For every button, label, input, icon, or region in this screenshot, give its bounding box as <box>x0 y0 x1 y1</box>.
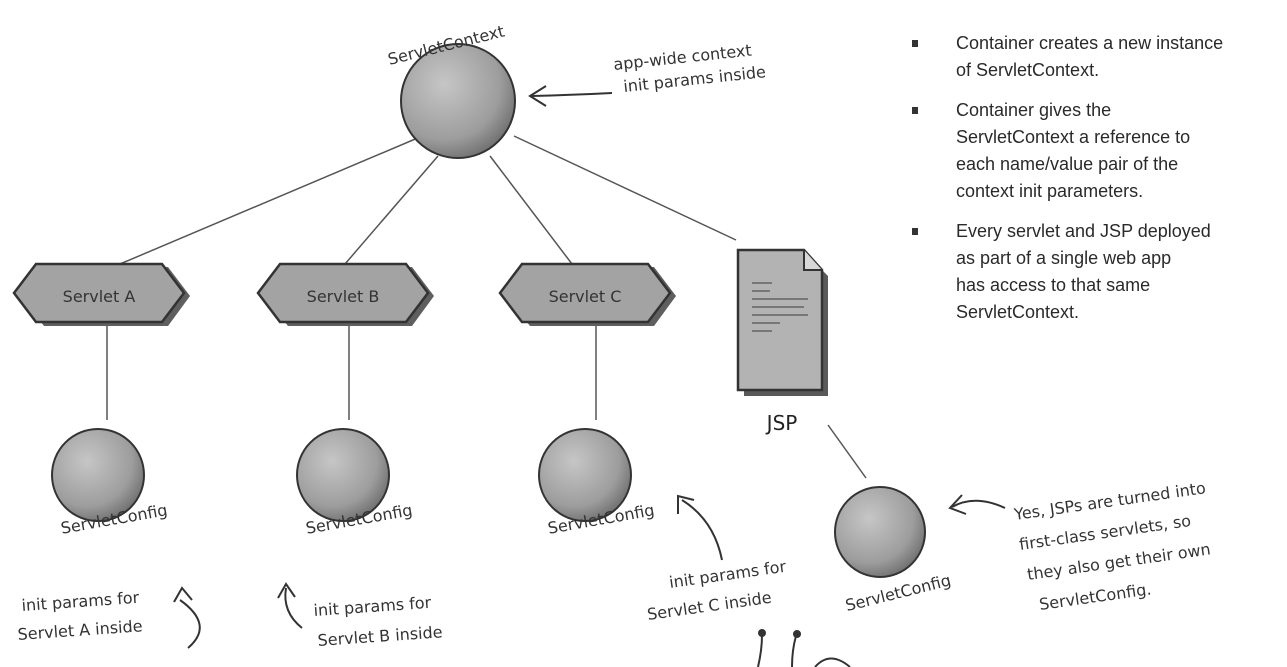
a-note-line2: Servlet A inside <box>17 616 143 644</box>
servlet-a-config-node: ServletConfig <box>51 428 169 538</box>
bullet-item: Container creates a new instance of Serv… <box>912 30 1287 84</box>
servlet-c-config-node: ServletConfig <box>538 428 656 538</box>
line-context-servlet-a <box>119 136 421 265</box>
servlet-b-label: Servlet B <box>307 287 380 306</box>
servlet-a-annotation: init params for Servlet A inside <box>17 586 201 649</box>
a-note-line1: init params for <box>21 588 140 615</box>
context-note-arrowhead <box>528 85 547 107</box>
bullet-3-line-1: Every servlet and JSP deployed <box>956 221 1211 241</box>
servlet-b-config-node: ServletConfig <box>296 428 414 538</box>
bullet-item: Every servlet and JSP deployed as part o… <box>912 218 1287 326</box>
servlet-c-node: Servlet C <box>498 262 676 326</box>
servlet-b-node: Servlet B <box>256 262 434 326</box>
bullet-1-line-1: Container creates a new instance <box>956 33 1224 53</box>
servlet-b-annotation: init params for Servlet B inside <box>277 582 443 650</box>
jsp-annotation: Yes, JSPs are turned into first-class se… <box>948 478 1212 614</box>
jsp-note-arrow <box>951 499 1006 509</box>
servlet-a-node: Servlet A <box>12 262 190 326</box>
servlet-a-label: Servlet A <box>63 287 136 306</box>
b-note-arrow <box>284 587 303 629</box>
line-context-servlet-c <box>489 155 573 265</box>
line-jsp-config <box>827 424 867 479</box>
bullet-2-line-3: each name/value pair of the <box>956 154 1179 174</box>
servlet-c-annotation: init params for Servlet C inside <box>646 494 788 624</box>
bullet-3-line-4: ServletContext. <box>956 302 1080 322</box>
a-note-arrow <box>179 599 201 649</box>
bullet-3-line-3: has access to that same <box>956 275 1151 295</box>
jsp-config-node: ServletConfig <box>834 486 953 615</box>
connector-lines <box>106 135 867 479</box>
bullet-item: Container gives the ServletContext a ref… <box>912 97 1287 205</box>
servlet-context-node <box>400 43 516 159</box>
b-note-line2: Servlet B inside <box>317 622 443 650</box>
jsp-note-line4: ServletConfig. <box>1038 579 1153 614</box>
bullet-1-line-2: of ServletContext. <box>956 60 1100 80</box>
bullet-2-line-4: context init parameters. <box>956 181 1144 201</box>
jsp-code-lines <box>752 282 808 332</box>
b-note-arrowhead <box>277 582 296 599</box>
servlet-c-label: Servlet C <box>549 287 622 306</box>
jsp-note-arrowhead <box>948 494 967 515</box>
bullet-3-line-2: as part of a single web app <box>956 248 1172 268</box>
line-context-servlet-b <box>344 155 439 265</box>
jsp-label: JSP <box>765 411 798 435</box>
c-note-arrowhead <box>677 494 695 514</box>
c-note-line1: init params for <box>668 557 788 592</box>
jsp-document-node: JSP <box>736 248 828 435</box>
cartoon-antenna-icon <box>757 629 851 667</box>
process-bullet-list: Container creates a new instance of Serv… <box>912 30 1287 339</box>
a-note-arrowhead <box>173 586 193 603</box>
line-context-jsp <box>513 135 737 241</box>
context-annotation: app-wide context init params inside <box>528 41 767 107</box>
bullet-2-line-2: ServletContext a reference to <box>956 127 1191 147</box>
bullet-2-line-1: Container gives the <box>956 100 1112 120</box>
c-note-arrow <box>681 499 723 561</box>
context-note-arrow <box>531 92 613 97</box>
c-note-line2: Servlet C inside <box>646 588 773 624</box>
b-note-line1: init params for <box>313 593 432 620</box>
jsp-config-label: ServletConfig <box>843 570 952 615</box>
